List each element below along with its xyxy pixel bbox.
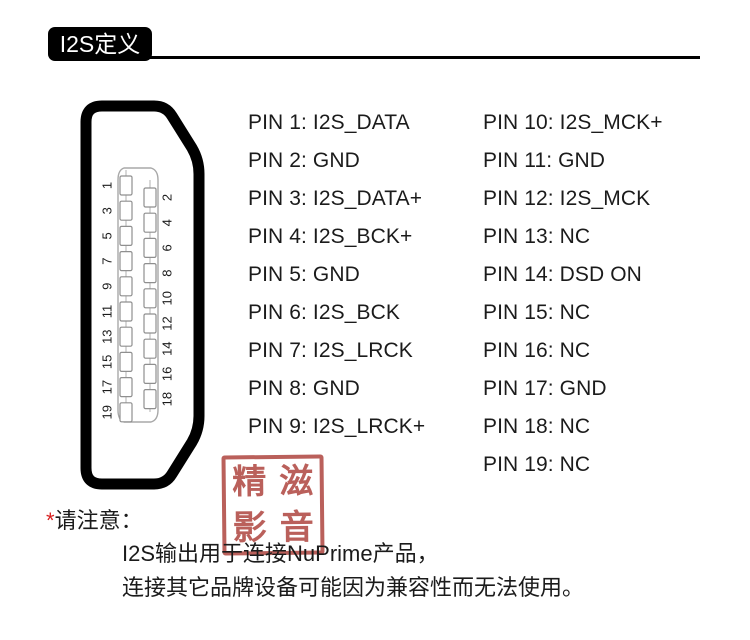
connector-pin <box>119 402 133 423</box>
connector-pin-number: 6 <box>159 244 174 251</box>
connector-pin-number: 9 <box>99 283 114 290</box>
connector-pin <box>119 251 133 272</box>
connector-pin <box>143 338 157 359</box>
connector-pin-number: 15 <box>99 355 114 369</box>
pin-row: PIN 17: GND <box>483 377 607 400</box>
connector-pin <box>143 237 157 258</box>
pin-column-right: PIN 10: I2S_MCK+ PIN 11: GND PIN 12: I2S_M… <box>483 104 718 484</box>
pin-row: PIN 1: I2S_DATA <box>248 111 410 134</box>
connector-pin <box>143 187 157 208</box>
connector-pin-number: 13 <box>99 329 114 343</box>
seal-character: 精 <box>232 462 267 503</box>
connector-pin-number: 8 <box>159 269 174 276</box>
connector-pin <box>119 326 133 347</box>
connector-pin <box>143 212 157 233</box>
pin-row: PIN 9: I2S_LRCK+ <box>248 415 426 438</box>
connector-pin-number: 7 <box>99 257 114 264</box>
connector-pin <box>119 351 133 372</box>
pin-row: PIN 7: I2S_LRCK <box>248 339 413 362</box>
pin-row: PIN 14: DSD ON <box>483 263 642 286</box>
pin-row: PIN 10: I2S_MCK+ <box>483 111 663 134</box>
connector-pin-number: 5 <box>99 232 114 239</box>
footnote-heading-text: 请注意： <box>54 508 143 533</box>
connector-pin <box>119 225 133 247</box>
connector-pin-number: 2 <box>159 194 174 201</box>
pin-row: PIN 19: NC <box>483 453 591 476</box>
footnote-block: *请注意： I2S输出用于连接NuPrime产品， 连接其它品牌设备可能因为兼容… <box>46 505 746 605</box>
pin-row: PIN 15: NC <box>483 301 591 324</box>
connector-pin-number: 4 <box>159 219 174 226</box>
pin-row: PIN 11: GND <box>483 149 606 172</box>
connector-pin-number: 1 <box>99 182 114 189</box>
footnote-line: 连接其它品牌设备可能因为兼容性而无法使用。 <box>122 575 585 600</box>
connector-pin <box>143 313 157 334</box>
pin-definition-list: PIN 1: I2S_DATA PIN 2: GND PIN 3: I2S_DATA… <box>248 104 718 484</box>
header-divider-rule <box>148 56 700 59</box>
pin-row: PIN 3: I2S_DATA+ <box>248 187 423 210</box>
page-title: I2S定义 <box>59 30 141 57</box>
connector-pin-number: 16 <box>159 367 174 381</box>
connector-pin <box>119 175 133 196</box>
even-pin-group: 2 4 6 8 10 12 14 16 18 <box>143 187 174 410</box>
footnote-heading: *请注意： <box>46 505 746 537</box>
seal-character: 滋 <box>279 461 314 502</box>
pin-row: PIN 5: GND <box>248 263 360 286</box>
connector-pin <box>143 389 157 410</box>
asterisk-marker: * <box>46 508 55 533</box>
pin-row: PIN 8: GND <box>248 377 360 400</box>
connector-pin-number: 19 <box>99 405 114 419</box>
connector-pin <box>143 288 157 309</box>
pin-row: PIN 18: NC <box>483 415 591 438</box>
section-title-badge: I2S定义 <box>48 27 152 61</box>
pin-row: PIN 13: NC <box>483 225 591 248</box>
connector-pin-number: 18 <box>159 392 174 406</box>
pin-column-left: PIN 1: I2S_DATA PIN 2: GND PIN 3: I2S_DATA… <box>248 104 483 484</box>
pin-row: PIN 4: I2S_BCK+ <box>248 225 413 248</box>
footnote-line: I2S输出用于连接NuPrime产品， <box>122 541 439 566</box>
connector-pin-number: 11 <box>99 305 114 319</box>
connector-pin <box>143 363 157 384</box>
connector-pin-number: 12 <box>159 316 174 330</box>
connector-pin <box>119 276 133 297</box>
connector-pin-number: 3 <box>99 207 114 214</box>
connector-pin-number: 14 <box>159 341 174 355</box>
page-header: I2S定义 <box>0 0 750 72</box>
pin-row: PIN 6: I2S_BCK <box>248 301 400 324</box>
connector-pin <box>143 263 157 284</box>
connector-pin-number: 17 <box>99 380 114 394</box>
connector-pin <box>119 301 133 322</box>
connector-pin-cavity <box>117 167 159 423</box>
connector-pin-number: 10 <box>159 291 174 305</box>
pin-row: PIN 12: I2S_MCK <box>483 187 651 210</box>
connector-pin <box>119 377 133 398</box>
connector-outer-shell <box>80 100 205 490</box>
connector-pin <box>119 200 133 221</box>
pin-row: PIN 2: GND <box>248 149 360 172</box>
pin-row: PIN 16: NC <box>483 339 591 362</box>
